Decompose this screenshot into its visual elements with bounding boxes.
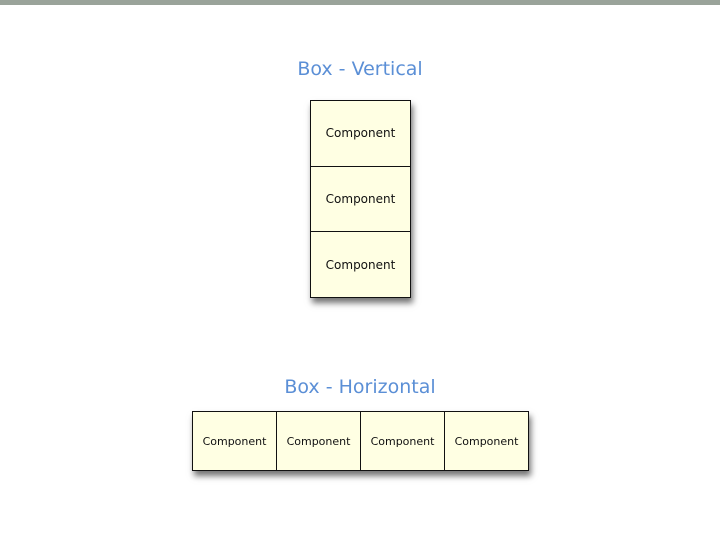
- horizontal-component-2: Component: [276, 412, 360, 470]
- horizontal-component-4: Component: [444, 412, 528, 470]
- vertical-component-2: Component: [311, 165, 410, 232]
- vertical-box-title: Box - Vertical: [297, 58, 423, 80]
- top-bar: [0, 0, 720, 5]
- horizontal-component-3: Component: [360, 412, 444, 470]
- horizontal-box-title: Box - Horizontal: [284, 376, 436, 398]
- vertical-component-3: Component: [311, 231, 410, 297]
- vertical-box: Component Component Component: [310, 100, 411, 298]
- horizontal-component-1: Component: [202, 434, 267, 448]
- horizontal-box: Component Component Component Component: [192, 411, 529, 471]
- vertical-component-1: Component: [325, 126, 396, 141]
